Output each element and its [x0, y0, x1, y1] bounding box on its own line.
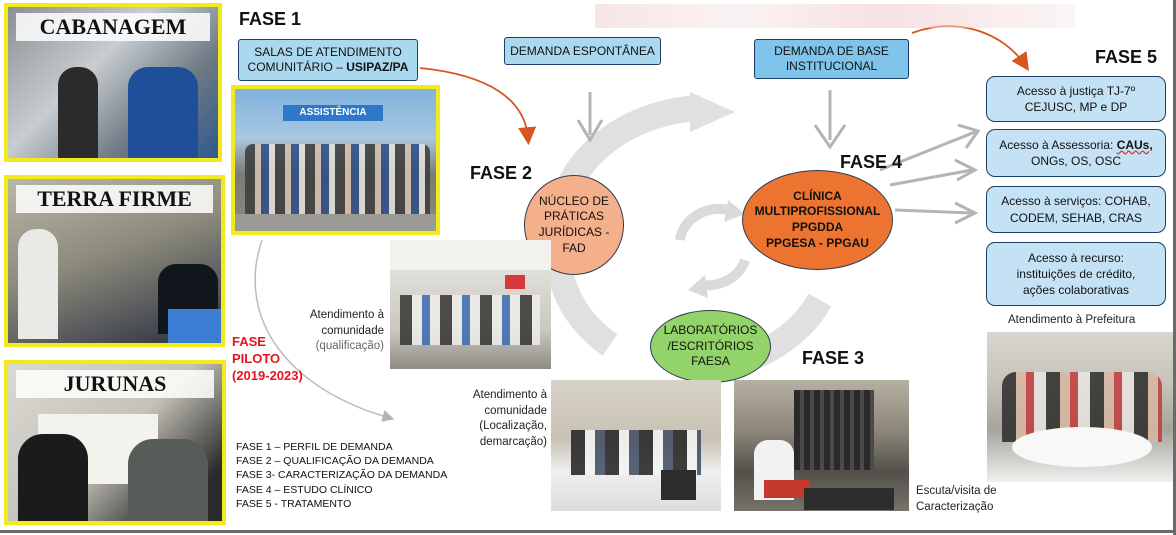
lab-line1: LABORATÓRIOS: [663, 323, 758, 338]
servicos-line1: Acesso à serviços: COHAB,: [1001, 194, 1151, 209]
salas-line2: COMUNITÁRIO – USIPAZ/PA: [248, 60, 409, 75]
legend-item: FASE 1 – PERFIL DE DEMANDA: [236, 441, 393, 453]
header-background-strip: [595, 4, 1075, 28]
cabanagem-photo: CABANAGEM: [4, 3, 222, 162]
qualificacao-photo: [390, 240, 551, 369]
piloto-line3: (2019-2023): [232, 367, 303, 383]
nucleo-line3: JURÍDICAS -: [538, 225, 610, 239]
fase2-label: FASE 2: [470, 163, 533, 183]
demanda-base-line2: INSTITUCIONAL: [785, 59, 878, 73]
piloto-line2: PILOTO: [232, 350, 281, 366]
atendimento-localizacao-caption: Atendimento à comunidade (Localização, d…: [463, 388, 547, 450]
local-caption-line3: (Localização,: [479, 420, 547, 433]
salas-line2-bold: USIPAZ/PA: [346, 60, 409, 74]
fase5-box-justica: Acesso à justiça TJ-7º CEJUSC, MP e DP: [986, 76, 1166, 122]
escuta-visita-caption: Escuta/visita de Caracterização: [916, 484, 997, 515]
legend-item: FASE 4 – ESTUDO CLÍNICO: [236, 483, 373, 496]
fase-piloto-label: FASE PILOTO (2019-2023): [232, 334, 303, 385]
local-caption-line4: demarcação): [479, 435, 547, 448]
demanda-base-institucional-box: DEMANDA DE BASE INSTITUCIONAL: [754, 39, 909, 79]
atendimento-qualificacao-caption: Atendimento à comunidade (qualificação): [300, 308, 384, 355]
prefeitura-photo: [987, 332, 1173, 482]
clinica-line4: PPGESA - PPGAU: [766, 235, 869, 250]
recurso-line3: ações colaborativas: [1022, 283, 1130, 298]
jurunas-photo: JURUNAS: [4, 360, 226, 525]
fase1-label: FASE 1: [239, 9, 302, 29]
prefeitura-caption: Atendimento à Prefeitura: [1008, 314, 1136, 326]
fase4-label: FASE 4: [840, 152, 903, 172]
lab-line2: /ESCRITÓRIOS: [667, 338, 754, 353]
fase3-label: FASE 3: [802, 348, 865, 368]
caracterizacao-photo: [734, 380, 909, 511]
localizacao-photo: [551, 380, 721, 511]
terra-firme-photo: TERRA FIRME: [4, 175, 225, 347]
jurunas-label: JURUNAS: [16, 370, 214, 398]
laboratorios-faesa-ellipse: LABORATÓRIOS /ESCRITÓRIOS FAESA: [650, 310, 771, 383]
phase-legend: FASE 1 – PERFIL DE DEMANDA FASE 2 – QUAL…: [236, 440, 447, 511]
assessoria-prefix: Acesso à Assessoria:: [999, 137, 1117, 152]
salas-line2-prefix: COMUNITÁRIO –: [247, 60, 347, 74]
down-arrow-icon: [576, 92, 604, 143]
legend-item: FASE 5 - TRATAMENTO: [236, 497, 352, 510]
down-arrow-icon: [813, 90, 847, 150]
justica-line2: CEJUSC, MP e DP: [1024, 100, 1128, 114]
legend-item: FASE 2 – QUALIFICAÇÃO DA DEMANDA: [236, 455, 434, 468]
fase5-box-assessoria: Acesso à Assessoria: CAUs, ONGs, OS, OSC: [986, 129, 1166, 177]
assessoria-bold: CAUs,: [1116, 137, 1153, 152]
demanda-base-line1: DEMANDA DE BASE: [774, 44, 889, 58]
fase5-box-recurso: Acesso à recurso: instituições de crédit…: [986, 242, 1166, 306]
curved-arrow-icon: [419, 67, 537, 146]
clinica-line2: MULTIPROFISSIONAL: [754, 204, 881, 219]
assessoria-line2: ONGs, OS, OSC: [1030, 154, 1121, 168]
terra-firme-label: TERRA FIRME: [16, 185, 213, 213]
clinica-line3: PPGDDA: [791, 220, 844, 234]
nucleo-line1: NÚCLEO DE: [538, 193, 609, 208]
local-caption-line1: Atendimento à: [472, 389, 547, 401]
escuta-caption-line2: Caracterização: [916, 500, 994, 513]
qualif-caption-line2: comunidade: [321, 324, 384, 337]
clinica-multiprofissional-ellipse: CLÍNICA MULTIPROFISSIONAL PPGDDA PPGESA …: [742, 170, 893, 270]
qualif-caption-line3: (qualificação): [315, 340, 384, 353]
qualif-caption-line1: Atendimento à: [309, 309, 384, 321]
bottom-border: [0, 530, 1176, 533]
assessoria-line1: Acesso à Assessoria: CAUs,: [999, 137, 1152, 153]
salas-line1: SALAS DE ATENDIMENTO: [254, 45, 402, 59]
fase5-box-servicos: Acesso à serviços: COHAB, CODEM, SEHAB, …: [986, 186, 1166, 233]
curved-arrow-icon: [911, 25, 1029, 71]
salas-atendimento-box: SALAS DE ATENDIMENTO COMUNITÁRIO – USIPA…: [238, 39, 418, 81]
assistencia-banner: ASSISTÊNCIA: [283, 105, 383, 121]
nucleo-line2: PRÁTICAS: [543, 209, 604, 224]
escuta-caption-line1: Escuta/visita de: [916, 485, 997, 497]
demanda-espontanea-text: DEMANDA ESPONTÂNEA: [510, 43, 655, 58]
nucleo-line4: FAD: [562, 240, 586, 255]
lab-line3: FAESA: [691, 354, 730, 369]
right-arrow-icon: [879, 123, 981, 225]
justica-line1: Acesso à justiça TJ-7º: [1016, 83, 1136, 98]
usipaz-group-photo: ASSISTÊNCIA: [231, 85, 440, 235]
fase5-label: FASE 5: [1095, 47, 1158, 67]
legend-item: FASE 3- CARACTERIZAÇÃO DA DEMANDA: [236, 469, 448, 482]
recurso-line2: instituições de crédito,: [1016, 266, 1136, 281]
curved-arrow-icon: [254, 239, 395, 422]
right-border: [1173, 0, 1176, 535]
clinica-line1: CLÍNICA: [793, 188, 842, 203]
servicos-line2: CODEM, SEHAB, CRAS: [1009, 210, 1143, 225]
local-caption-line2: comunidade: [484, 404, 547, 417]
piloto-line1: FASE: [232, 334, 266, 349]
recurso-line1: Acesso à recurso:: [1027, 250, 1125, 265]
cabanagem-label: CABANAGEM: [16, 13, 210, 41]
demanda-espontanea-box: DEMANDA ESPONTÂNEA: [504, 37, 661, 65]
